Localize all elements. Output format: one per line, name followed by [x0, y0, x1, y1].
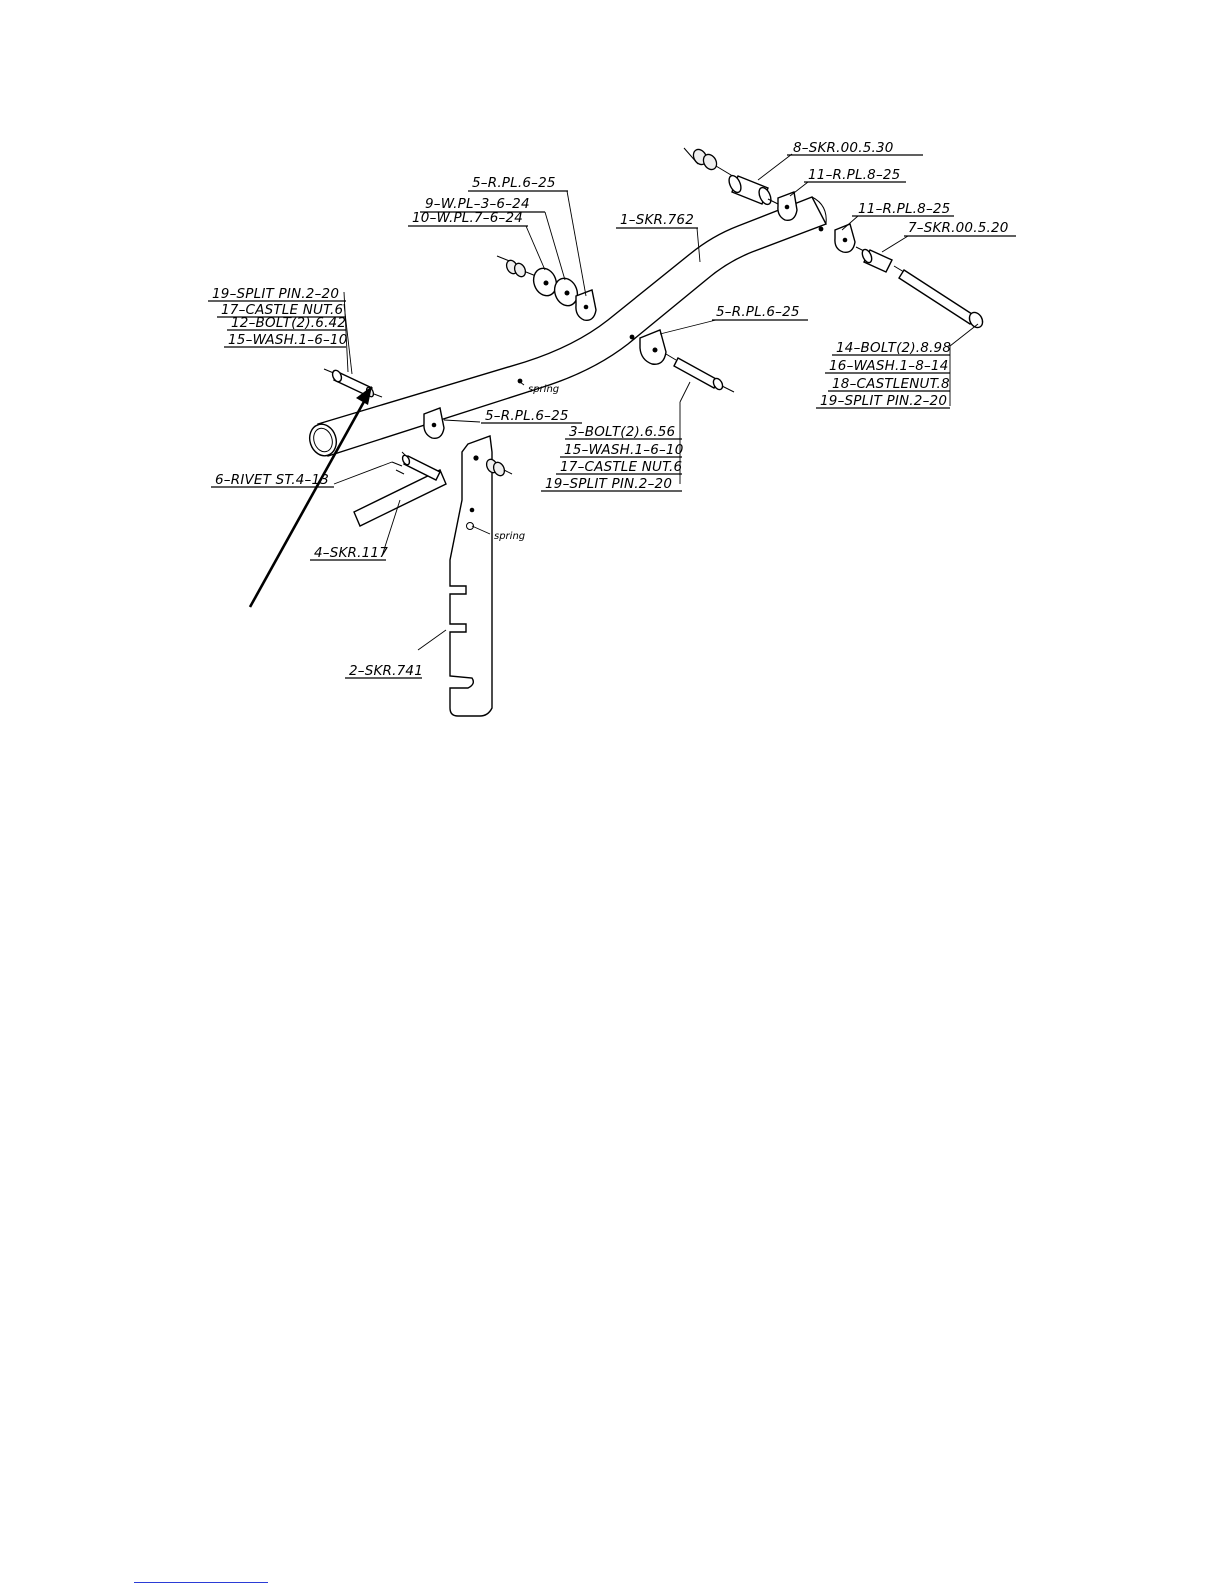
label-19-split-pin-left: 19–SPLIT PIN.2–20 — [212, 286, 339, 302]
lower-plate-5 — [423, 407, 445, 439]
label-3-bolt: 3–BOLT(2).6.56 — [569, 424, 675, 440]
bar-nut-group — [485, 458, 513, 477]
label-17-castle-nut-low: 17–CASTLE NUT.6 — [560, 459, 682, 475]
label-6-rivet: 6–RIVET ST.4–13 — [215, 472, 329, 488]
label-5-rpl-top: 5–R.PL.6–25 — [472, 175, 556, 191]
label-spring-bar: spring — [494, 531, 525, 542]
label-5-rpl-low: 5–R.PL.6–25 — [485, 408, 569, 424]
sleeve-7-and-bolt-14 — [855, 246, 984, 329]
top-right-sleeve-group — [683, 147, 779, 206]
label-spring-tube: spring — [528, 384, 559, 395]
label-8-skr-00-5-30: 8–SKR.00.5.30 — [793, 140, 894, 156]
pointer-arrow — [248, 386, 372, 608]
label-11-rpl-upper: 11–R.PL.8–25 — [808, 167, 900, 183]
part-labels: 8–SKR.00.5.30 11–R.PL.8–25 11–R.PL.8–25 … — [208, 140, 1016, 679]
main-tube-part — [308, 196, 827, 457]
middle-plate-and-bolt-3 — [639, 329, 735, 393]
label-15-wash-left: 15–WASH.1–6–10 — [228, 332, 348, 348]
label-9-wpl: 9–W.PL–3–6–24 — [425, 196, 530, 212]
label-5-rpl-mid: 5–R.PL.6–25 — [716, 304, 800, 320]
label-12-bolt: 12–BOLT(2).6.42 — [231, 315, 346, 331]
label-19-split-pin-right: 19–SPLIT PIN.2–20 — [820, 393, 947, 409]
label-15-wash-low: 15–WASH.1–6–10 — [564, 442, 684, 458]
label-10-wpl: 10–W.PL.7–6–24 — [412, 210, 523, 226]
label-4-skr-117: 4–SKR.117 — [314, 545, 388, 561]
label-11-rpl-lower: 11–R.PL.8–25 — [858, 201, 950, 217]
plate-11-upper — [777, 191, 798, 221]
label-18-castlenut: 18–CASTLENUT.8 — [832, 376, 950, 392]
label-1-skr-762: 1–SKR.762 — [620, 212, 694, 228]
flat-bar-4-and-rivet-6 — [353, 451, 447, 527]
label-2-skr-741: 2–SKR.741 — [349, 663, 423, 679]
plate-11-lower — [834, 223, 856, 253]
label-16-wash: 16–WASH.1–8–14 — [829, 358, 949, 374]
vertical-bar-part — [449, 435, 493, 717]
label-14-bolt: 14–BOLT(2).8.98 — [836, 340, 951, 356]
label-7-skr-00-5-20: 7–SKR.00.5.20 — [908, 220, 1009, 236]
leader-lines — [333, 153, 979, 651]
label-17-castle-nut-left: 17–CASTLE NUT.6 — [221, 302, 343, 318]
footer-divider — [134, 1582, 268, 1583]
label-19-split-pin-low: 19–SPLIT PIN.2–20 — [545, 476, 672, 492]
left-bolt-12-group — [323, 368, 383, 398]
upper-washer-group — [496, 255, 597, 321]
